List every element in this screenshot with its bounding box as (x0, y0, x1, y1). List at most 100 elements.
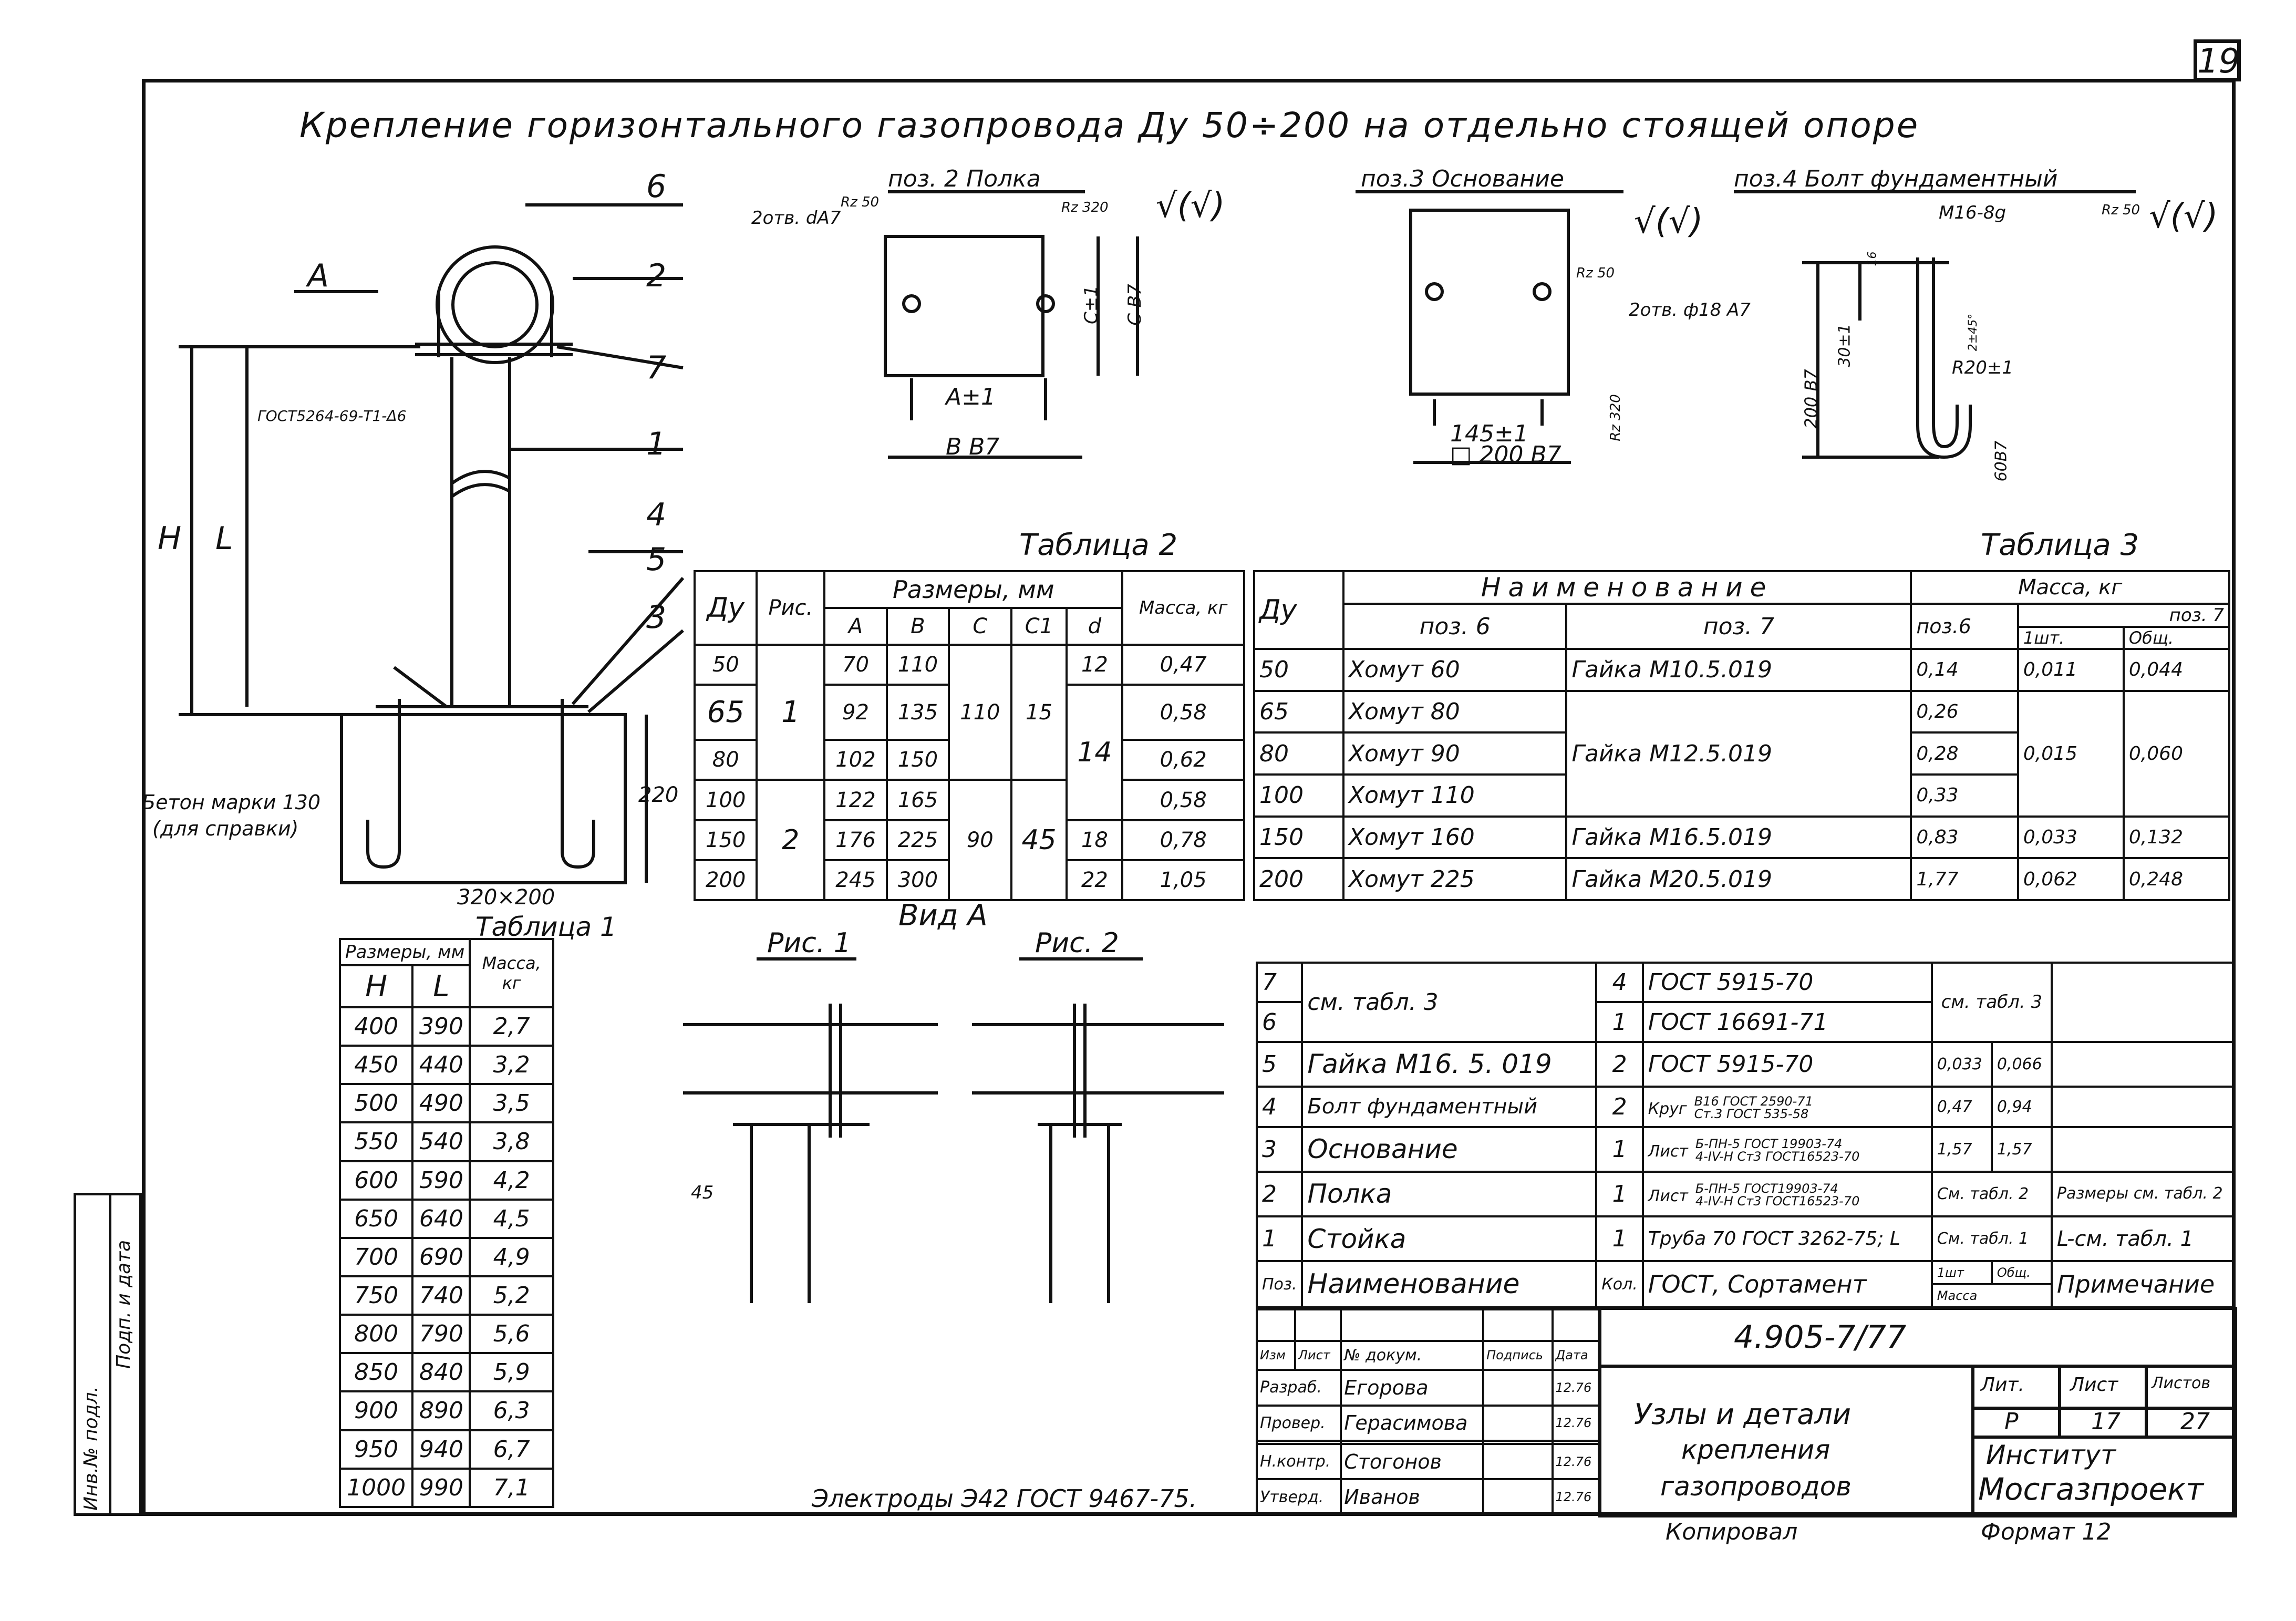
t2-h-C1: С1 (1010, 607, 1068, 646)
t1-L: 390 (411, 1006, 471, 1047)
t2-C: 90 (948, 779, 1012, 901)
spec-h-note: Примечание (2050, 1260, 2236, 1308)
spec-gost-prefix: Лист (1648, 1187, 1688, 1206)
spec-h-mass: Масса (1930, 1283, 2053, 1308)
t2-du: 80 (693, 739, 758, 781)
pos2-dim-A: А±1 (946, 384, 996, 410)
spec-h-gost: ГОСТ, Сортамент (1641, 1260, 1933, 1308)
t1-m: 5,6 (469, 1314, 554, 1355)
pos4-thread: М16-8g (1939, 202, 2007, 223)
spec-qty: 1 (1595, 1215, 1644, 1263)
stamp-role: Разраб. (1255, 1368, 1342, 1407)
t3-du: 65 (1253, 689, 1344, 734)
spec-name: см. табл. 3 (1301, 962, 1598, 1043)
t3-pcs: 0,033 (2016, 815, 2125, 860)
t2-du: 100 (693, 779, 758, 821)
table1-caption: Таблица 1 (475, 912, 617, 942)
table-row: 200 245 300 22 1,05 (693, 859, 1245, 902)
t1-L: 440 (411, 1045, 471, 1086)
dim-220: 220 (638, 783, 679, 807)
t3-du: 80 (1253, 731, 1344, 776)
t2-h-du: Ду (693, 570, 758, 646)
stamp-date: 12.76 (1551, 1404, 1600, 1442)
doc-title-3: газопроводов (1660, 1471, 1852, 1502)
base-dim: 320×200 (457, 885, 555, 910)
pos3-rz320: Rz 320 (1607, 394, 1623, 441)
spec-pos: 7 (1255, 961, 1304, 1004)
t2-du: 150 (693, 819, 758, 861)
table-row: 50 Хомут 60 Гайка М10.5.019 0,14 0,011 0… (1253, 648, 2231, 692)
spec-gost-top: В16 ГОСТ 2590-71 (1694, 1094, 1813, 1109)
t3-tot: 0,060 (2122, 689, 2231, 818)
spec-gost-bot: Ст.3 ГОСТ 535-58 (1694, 1107, 1809, 1122)
spec-qty: 2 (1595, 1086, 1644, 1128)
format-label: Формат 12 (1981, 1519, 2112, 1545)
t2-m: 0,47 (1121, 643, 1245, 686)
t1-H: 550 (338, 1121, 414, 1162)
t2-A: 122 (823, 779, 888, 821)
t1-H: 500 (338, 1083, 414, 1124)
t1-m: 7,1 (469, 1467, 554, 1509)
t3-pcs: 0,015 (2016, 689, 2125, 818)
t2-d: 14 (1066, 684, 1124, 821)
concrete-note-1: Бетон марки 130 (142, 791, 321, 814)
stamp-h-sign: Подпись (1482, 1340, 1554, 1371)
pos2-dim-B: В В7 (946, 433, 1000, 460)
institute-name: Мосгазпроект (1978, 1471, 2204, 1507)
pos3-holes: 2отв. ф18 А7 (1629, 300, 1751, 321)
t2-A: 245 (823, 859, 888, 902)
table-row: 4 Болт фундаментный 2 Круг В16 ГОСТ 2590… (1255, 1086, 2236, 1128)
title-block-stamp: Изм Лист № докум. Подпись Дата Разраб.Ег… (1255, 1308, 1600, 1516)
t1-H: 1000 (338, 1467, 414, 1509)
stamp-signature (1482, 1442, 1554, 1481)
stamp-role (1255, 1440, 1342, 1445)
t3-tot: 0,044 (2122, 648, 2231, 692)
t3-h-m6: поз.6 (1910, 603, 2019, 650)
t3-du: 200 (1253, 857, 1344, 901)
spec-note (2050, 962, 2236, 1043)
spec-gost-prefix: Круг (1648, 1100, 1687, 1119)
t1-m: 4,5 (469, 1198, 554, 1239)
stamp-role: Утверд. (1255, 1478, 1342, 1516)
pos4-rz50: Rz 50 (2102, 202, 2140, 218)
stamp-name: Иванов (1340, 1478, 1485, 1516)
t3-h-mass: Масса, кг (1910, 570, 2230, 605)
t2-d: 18 (1066, 819, 1124, 861)
lit-value: Р (2004, 1408, 2019, 1435)
t2-m: 0,62 (1121, 739, 1245, 781)
table-row: 1 Стойка 1 Труба 70 ГОСТ 3262-75; L См. … (1255, 1215, 2236, 1263)
spec-m2: 1,57 (1990, 1126, 2053, 1173)
t1-m: 4,9 (469, 1236, 554, 1277)
t2-h-dims: Размеры, мм (823, 570, 1124, 609)
t1-L: 590 (411, 1160, 471, 1201)
t2-h-B: В (885, 607, 950, 646)
spec-h-name: Наименование (1301, 1260, 1598, 1308)
spec-gost: ГОСТ 5915-70 (1641, 961, 1933, 1004)
spec-header: Поз. Наименование Кол. ГОСТ, Сортамент 1… (1255, 1260, 2236, 1308)
t1-L: 490 (411, 1083, 471, 1124)
t2-h-A: А (823, 607, 888, 646)
pos3-dim-200: □ 200 В7 (1450, 441, 1561, 468)
t1-m: 6,3 (469, 1390, 554, 1431)
t1-h-dims: Размеры, мм (338, 938, 471, 966)
copied-label: Копировал (1666, 1519, 1798, 1545)
doc-code: 4.905-7/77 (1734, 1319, 1907, 1356)
spec-m1: 0,47 (1930, 1086, 1993, 1128)
table-row: 65 92 135 14 0,58 (693, 684, 1245, 821)
spec-pos: 3 (1255, 1126, 1304, 1173)
sheets-label: Листов (2152, 1374, 2211, 1392)
t2-h-mass: Масса, кг (1121, 570, 1245, 646)
pos2-title: поз. 2 Полка (888, 166, 1041, 192)
table-row: 100 2 122 165 90 45 0,58 (693, 779, 1245, 901)
t3-h-pcs: 1шт. (2016, 626, 2125, 650)
t1-m: 4,2 (469, 1160, 554, 1201)
t2-m: 0,78 (1121, 819, 1245, 861)
t2-B: 225 (885, 819, 950, 861)
spec-gost-bot: 4-IV-Н Ст3 ГОСТ16523-70 (1695, 1149, 1860, 1164)
spec-gost-prefix: Лист (1648, 1142, 1688, 1161)
t3-m6: 0,26 (1910, 689, 2019, 734)
